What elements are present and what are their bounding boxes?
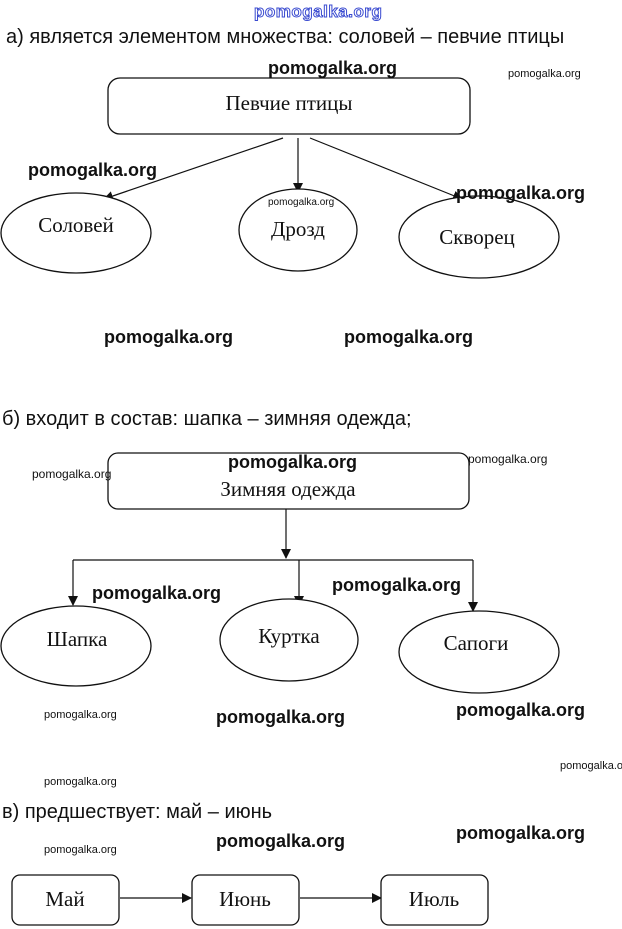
arrow-a-3: [309, 137, 463, 201]
diagram-c: Май Июнь Июль: [11, 874, 489, 926]
watermark: pomogalka.org: [508, 68, 581, 80]
watermark: pomogalka.org: [332, 575, 462, 595]
node-root-b-label: Зимняя одежда: [220, 477, 356, 501]
watermark: pomogalka.org: [28, 160, 158, 180]
watermark: pomogalka.org: [228, 452, 358, 472]
node-root-a: [107, 77, 471, 135]
node-a-child-3-label: Скворец: [439, 225, 515, 249]
watermark: pomogalka.org: [560, 760, 622, 772]
node-root-a-label: Певчие птицы: [226, 91, 353, 115]
node-c-2: [191, 874, 300, 926]
watermark: pomogalka.org: [92, 583, 222, 603]
node-c-3: [380, 874, 489, 926]
node-b-child-1: [0, 605, 152, 687]
node-a-child-1: [0, 192, 152, 274]
heading-c: в) предшествует: май – июнь: [2, 801, 273, 823]
node-a-child-2-label: Дрозд: [271, 217, 325, 241]
node-b-child-2: [219, 598, 359, 682]
node-c-1-label: Май: [45, 887, 84, 911]
node-b-child-2-label: Куртка: [258, 624, 320, 648]
diagram-a: Певчие птицы Соловей Дрозд Скворец: [0, 77, 560, 279]
node-b-child-1-label: Шапка: [47, 627, 108, 651]
arrow-a-1: [103, 137, 284, 201]
watermark: pomogalka.org: [456, 183, 586, 203]
top-watermark: pomogalka.org: [253, 2, 383, 22]
watermark: pomogalka.org: [104, 327, 234, 347]
watermark: pomogalka.org: [468, 452, 548, 466]
node-a-child-2: [238, 188, 358, 272]
watermark: pomogalka.org: [268, 197, 335, 208]
watermark: pomogalka.org: [44, 776, 117, 788]
watermark: pomogalka.org: [44, 844, 117, 856]
watermark: pomogalka.org: [32, 467, 112, 481]
node-b-child-3-label: Сапоги: [444, 631, 509, 655]
node-c-2-label: Июнь: [219, 887, 271, 911]
watermark: pomogalka.org: [456, 823, 586, 843]
node-c-3-label: Июль: [409, 887, 459, 911]
watermark: pomogalka.org: [216, 707, 346, 727]
node-a-child-3: [398, 195, 560, 279]
watermark: pomogalka.org: [44, 709, 117, 721]
node-a-child-1-label: Соловей: [38, 213, 114, 237]
heading-a: а) является элементом множества: соловей…: [6, 26, 565, 48]
watermark: pomogalka.org: [456, 700, 586, 720]
node-root-b: [107, 452, 470, 510]
node-c-1: [11, 874, 120, 926]
diagram-b: Зимняя одежда Шапка Куртка Сапоги: [0, 452, 560, 694]
watermark: pomogalka.org: [344, 327, 474, 347]
watermark: pomogalka.org: [216, 831, 346, 851]
heading-b: б) входит в состав: шапка – зимняя одежд…: [2, 408, 412, 430]
node-b-child-3: [398, 610, 560, 694]
watermark: pomogalka.org: [268, 58, 398, 78]
